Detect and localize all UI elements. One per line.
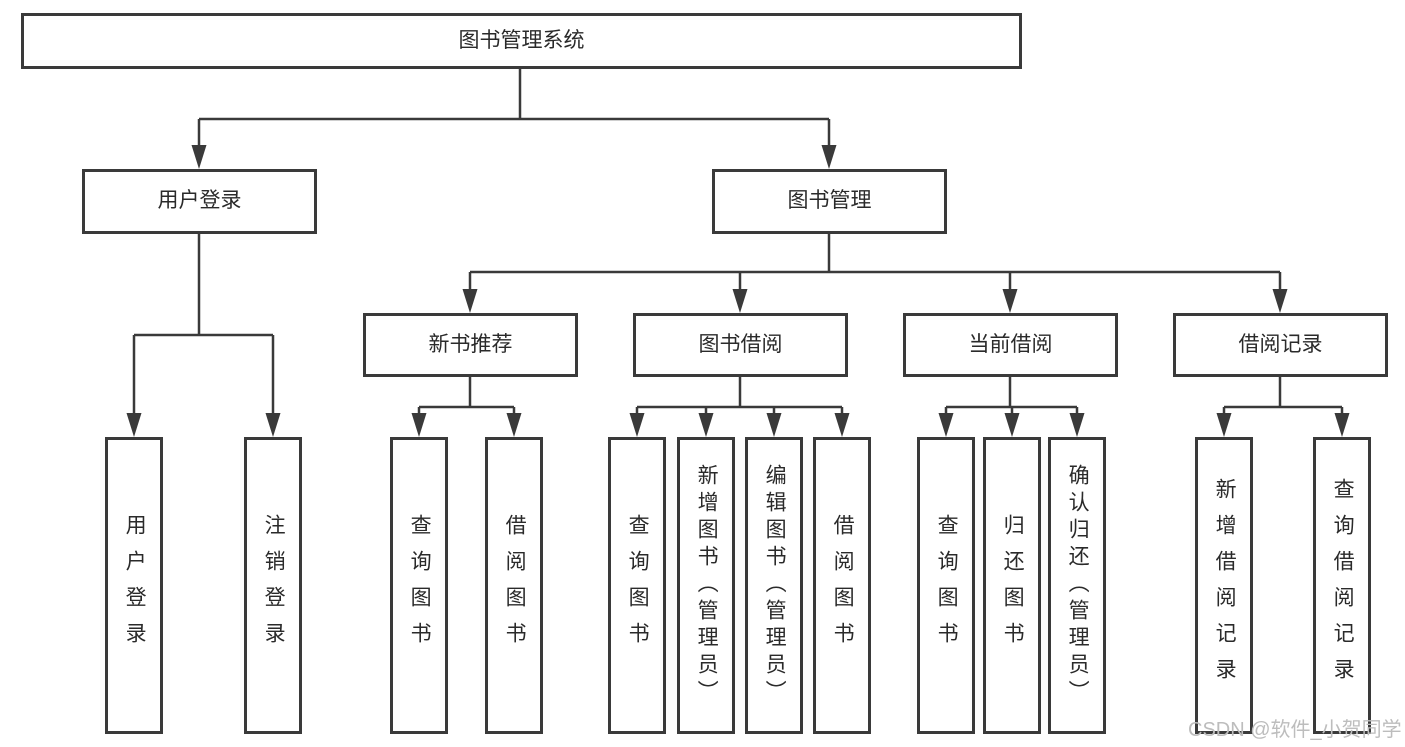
- arrowhead: [821, 145, 837, 169]
- node-leaf-query-borrow-record: 查询借阅记录: [1313, 437, 1371, 734]
- arrowhead: [1004, 413, 1020, 437]
- arrowhead: [462, 289, 478, 313]
- arrowhead: [1272, 289, 1288, 313]
- node-leaf-add-book-admin: 新增图书（管理员）: [677, 437, 735, 734]
- node-leaf-query-book-current: 查询图书: [917, 437, 975, 734]
- connector-new-book-to-leaves: [411, 377, 522, 437]
- node-root: 图书管理系统: [21, 13, 1022, 69]
- node-leaf-user-login: 用户登录: [105, 437, 163, 734]
- node-new-book-recommend: 新书推荐: [363, 313, 578, 377]
- node-leaf-add-borrow-record: 新增借阅记录: [1195, 437, 1253, 734]
- arrowhead: [698, 413, 714, 437]
- node-leaf-logout: 注销登录: [244, 437, 302, 734]
- connector-user-login-to-leaves: [126, 234, 281, 437]
- csdn-watermark: CSDN @软件_小贺同学: [1188, 719, 1402, 741]
- node-leaf-query-book-borrow: 查询图书: [608, 437, 666, 734]
- node-current-borrow: 当前借阅: [903, 313, 1118, 377]
- node-leaf-query-book-rec: 查询图书: [390, 437, 448, 734]
- node-user-login: 用户登录: [82, 169, 317, 234]
- arrowhead: [411, 413, 427, 437]
- node-leaf-borrow-book: 借阅图书: [813, 437, 871, 734]
- arrowhead: [1002, 289, 1018, 313]
- connector-root-to-level2: [191, 69, 837, 169]
- node-leaf-return-book: 归还图书: [983, 437, 1041, 734]
- connector-book-management-to-level3: [462, 234, 1288, 313]
- arrowhead: [191, 145, 207, 169]
- arrowhead: [938, 413, 954, 437]
- node-book-borrow: 图书借阅: [633, 313, 848, 377]
- node-book-management: 图书管理: [712, 169, 947, 234]
- node-borrow-records: 借阅记录: [1173, 313, 1388, 377]
- arrowhead: [265, 413, 281, 437]
- arrowhead: [766, 413, 782, 437]
- connector-borrow-records-to-leaves: [1216, 377, 1350, 437]
- connector-current-borrow-to-leaves: [938, 377, 1085, 437]
- arrowhead: [126, 413, 142, 437]
- node-leaf-confirm-return-admin: 确认归还（管理员）: [1048, 437, 1106, 734]
- node-leaf-edit-book-admin: 编辑图书（管理员）: [745, 437, 803, 734]
- node-leaf-borrow-book-rec: 借阅图书: [485, 437, 543, 734]
- connector-book-borrow-to-leaves: [629, 377, 850, 437]
- arrowhead: [1216, 413, 1232, 437]
- arrowhead: [732, 289, 748, 313]
- arrowhead: [506, 413, 522, 437]
- arrowhead: [629, 413, 645, 437]
- arrowhead: [1334, 413, 1350, 437]
- arrowhead: [834, 413, 850, 437]
- arrowhead: [1069, 413, 1085, 437]
